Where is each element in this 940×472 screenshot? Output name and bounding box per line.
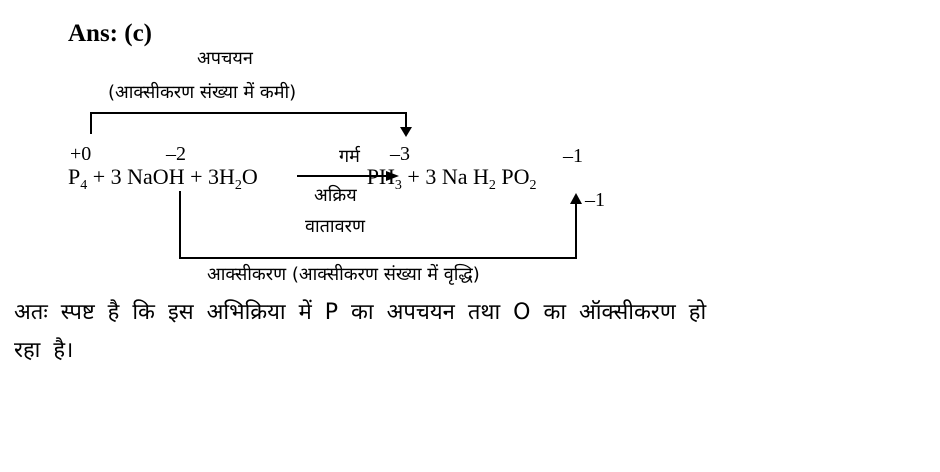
- reduction-arrowhead: [400, 127, 412, 137]
- condition-inert: अक्रिय: [314, 185, 357, 206]
- oxidation-state-p4: +0: [70, 143, 92, 165]
- water-subscript: 2: [234, 178, 242, 193]
- condition-atmosphere: वातावरण: [305, 216, 365, 237]
- product-nah: + 3 Na H: [401, 164, 489, 189]
- oxidation-state-ph3: –3: [390, 143, 410, 165]
- oxidation-state-naoh: –2: [166, 143, 186, 165]
- oxidation-bracket-line: [179, 191, 577, 259]
- reduction-sublabel: (आक्सीकरण संख्या में कमी): [108, 82, 297, 103]
- reactant-p-subscript: 4: [80, 178, 88, 193]
- product-nah-subscript: 2: [488, 178, 496, 193]
- oxidation-state-po2-side: –1: [585, 189, 605, 211]
- water-oxygen: O: [241, 164, 258, 189]
- conclusion-text: अतः स्पष्ट है कि इस अभिक्रिया में P का अ…: [14, 300, 707, 363]
- oxidation-state-po2-top: –1: [563, 145, 583, 167]
- product-po-subscript: 2: [529, 178, 537, 193]
- reaction-arrowhead: [386, 171, 399, 181]
- product-ph-subscript: 3: [394, 178, 402, 193]
- reduction-label: अपचयन: [197, 48, 253, 69]
- oxidation-arrowhead: [570, 193, 582, 204]
- product-ph: PH: [366, 164, 395, 189]
- oxidation-label: आक्सीकरण (आक्सीकरण संख्या में वृद्धि): [207, 264, 480, 285]
- condition-heat: गर्म: [339, 146, 360, 167]
- reactants-rest: + 3 NaOH + 3H: [87, 164, 235, 189]
- reactant-p: P: [68, 164, 81, 189]
- reduction-bracket-line: [90, 112, 407, 134]
- answer-heading: Ans: (c): [68, 20, 153, 47]
- product-po: PO: [495, 164, 530, 189]
